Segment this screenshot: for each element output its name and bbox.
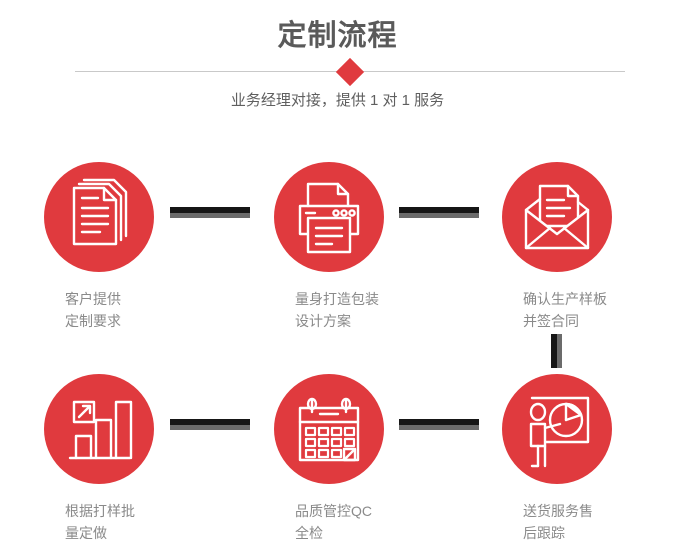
connector-step1-step2 xyxy=(170,207,250,218)
connector-bar-gray xyxy=(399,425,479,430)
connector-bar-gray xyxy=(557,334,562,368)
step-6-label: 送货服务售 后跟踪 xyxy=(523,503,593,541)
step-5-label: 品质管控QC 全检 xyxy=(295,503,372,541)
connector-bar-gray xyxy=(170,213,250,218)
step-3-label: 确认生产样板 并签合同 xyxy=(523,291,607,329)
step-1-icon-circle xyxy=(44,162,154,272)
bar-chart-growth-icon xyxy=(68,400,133,460)
connector-bar-dark xyxy=(399,207,479,213)
connector-step3-step6 xyxy=(551,334,562,368)
connector-step4-step5 xyxy=(170,419,250,430)
connector-bar-dark xyxy=(170,207,250,213)
step-3-icon-circle xyxy=(502,162,612,272)
step-6-icon-circle xyxy=(502,374,612,484)
step-5-icon-circle xyxy=(274,374,384,484)
step-2-label: 量身打造包装 设计方案 xyxy=(295,291,379,329)
header: 定制流程 业务经理对接，提供 1 对 1 服务 xyxy=(0,0,675,130)
connector-step2-step3 xyxy=(399,207,479,218)
page-subtitle: 业务经理对接，提供 1 对 1 服务 xyxy=(230,92,445,109)
printer-icon xyxy=(298,182,360,254)
envelope-document-icon xyxy=(524,184,590,250)
connector-bar-gray xyxy=(170,425,250,430)
connector-bar-gray xyxy=(399,213,479,218)
calendar-check-icon xyxy=(298,397,360,462)
connector-step5-step6 xyxy=(399,419,479,430)
step-4-icon-circle xyxy=(44,374,154,484)
presenter-pie-chart-icon xyxy=(529,396,590,468)
step-1-label: 客户提供 定制要求 xyxy=(65,291,121,329)
page-title: 定制流程 xyxy=(277,20,398,52)
connector-bar-dark xyxy=(170,419,250,425)
connector-bar-dark xyxy=(551,334,557,368)
title-divider xyxy=(75,57,625,87)
documents-stack-icon xyxy=(72,178,128,246)
step-2-icon-circle xyxy=(274,162,384,272)
connector-bar-dark xyxy=(399,419,479,425)
step-4-label: 根据打样批 量定做 xyxy=(65,503,135,541)
